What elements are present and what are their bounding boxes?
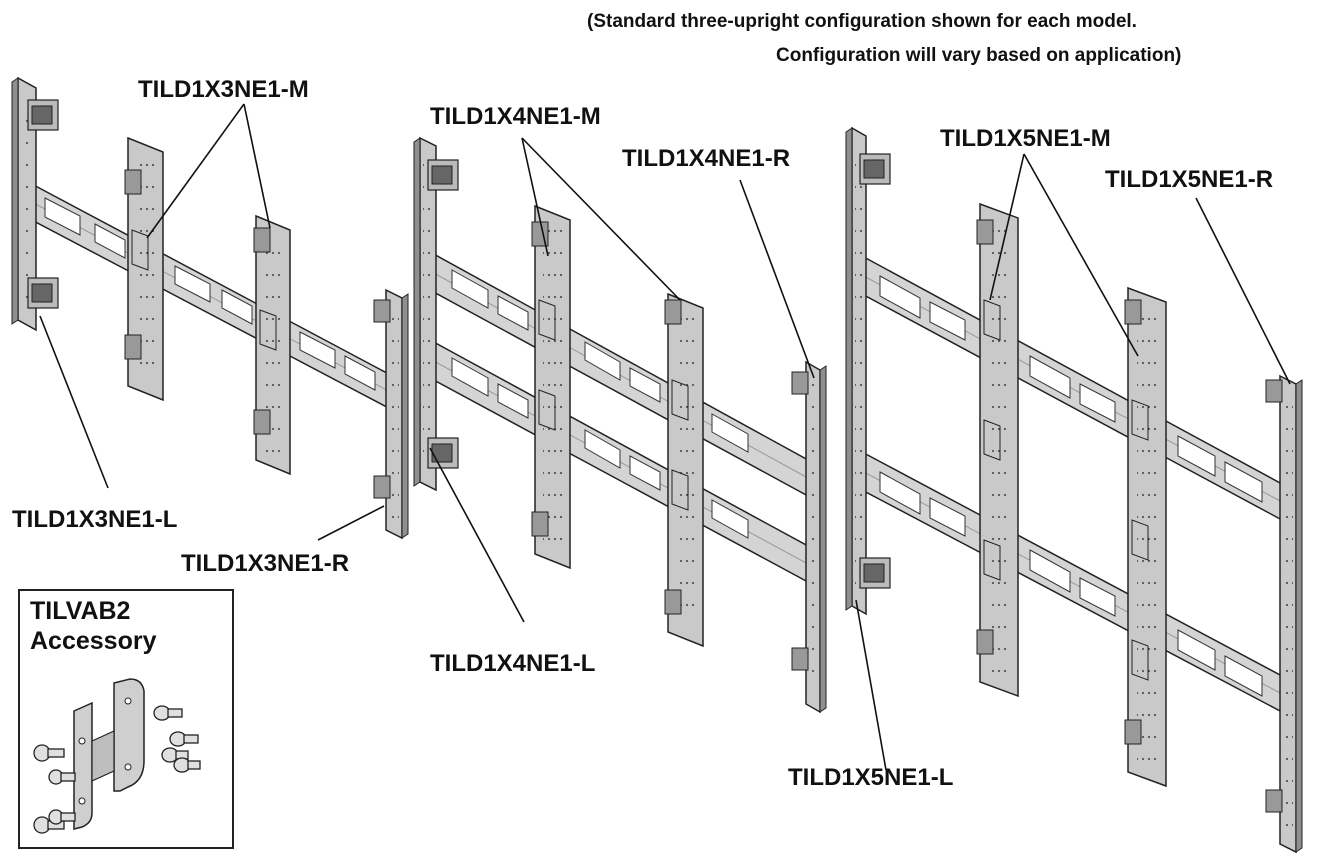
label-x3-right: TILD1X3NE1-R	[181, 550, 350, 577]
label-x4-left: TILD1X4NE1-L	[430, 650, 596, 677]
label-x4-right: TILD1X4NE1-R	[622, 145, 791, 172]
system-1x5	[845, 126, 1303, 854]
x5-right-upright	[1265, 374, 1303, 854]
configuration-note-line1: (Standard three-upright configuration sh…	[587, 11, 1137, 32]
x5-left-upright	[845, 126, 891, 616]
x4-left-upright	[413, 136, 459, 492]
label-x3-middle: TILD1X3NE1-M	[138, 76, 309, 103]
system-1x3	[11, 76, 409, 540]
label-x5-left: TILD1X5NE1-L	[788, 764, 954, 791]
x4-right-upright	[791, 360, 827, 714]
x4-middle-upright-2	[664, 292, 704, 648]
label-x5-middle: TILD1X5NE1-M	[940, 125, 1111, 152]
x3-right-upright	[373, 288, 409, 540]
x5-middle-upright-2	[1124, 286, 1167, 788]
x5-middle-upright-1	[976, 202, 1019, 698]
x3-middle-upright-1	[124, 136, 164, 402]
x3-left-upright	[11, 76, 59, 332]
label-x3-left: TILD1X3NE1-L	[12, 506, 178, 533]
x4-middle-upright-1	[531, 204, 571, 570]
accessory-bracket-illustration	[33, 678, 201, 834]
bracket-plate-1	[73, 701, 93, 830]
label-x4-middle: TILD1X4NE1-M	[430, 103, 601, 130]
bracket-plate-2	[113, 678, 145, 792]
label-x5-right: TILD1X5NE1-R	[1105, 166, 1274, 193]
x3-middle-upright-2	[253, 214, 291, 476]
system-1x4	[413, 136, 827, 714]
leader-lines	[39, 103, 1291, 771]
accessory-model: TILVAB2	[30, 597, 131, 625]
accessory-box: TILVAB2 Accessory	[18, 589, 234, 849]
accessory-caption: Accessory	[30, 627, 157, 655]
screw-set	[33, 705, 201, 834]
configuration-note-line2: Configuration will vary based on applica…	[776, 45, 1182, 66]
